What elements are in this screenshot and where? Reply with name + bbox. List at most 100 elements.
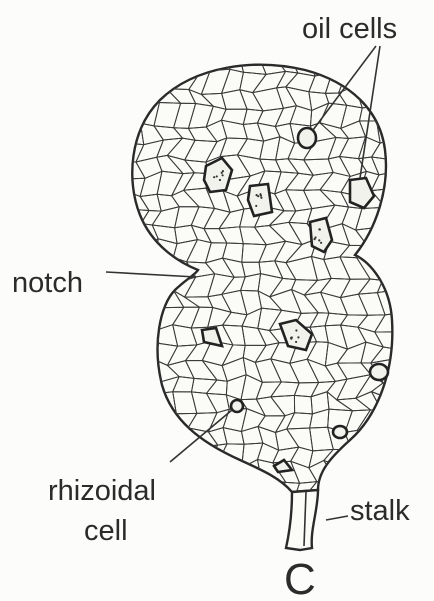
cell [362, 445, 385, 466]
cell [409, 54, 434, 77]
cell [219, 497, 244, 517]
cell [394, 331, 417, 349]
cell [237, 547, 266, 567]
cell [412, 209, 430, 222]
cell [430, 123, 434, 141]
cell [327, 528, 352, 554]
cell [221, 534, 249, 549]
cell [373, 240, 398, 257]
cell [169, 499, 200, 518]
cell [423, 211, 434, 230]
cell [389, 240, 419, 260]
oil-dot [313, 238, 315, 240]
cell [355, 70, 381, 86]
cell [321, 53, 348, 72]
cell [124, 224, 143, 248]
cell [430, 324, 434, 347]
label-notch: notch [12, 267, 83, 299]
cell [408, 515, 434, 533]
cell [411, 445, 434, 464]
cell [411, 359, 434, 381]
cell [393, 209, 417, 225]
cell [156, 528, 179, 553]
cell [408, 530, 431, 550]
cell [357, 430, 385, 444]
oil-cell [231, 400, 243, 412]
cell [138, 330, 159, 347]
cell [411, 398, 434, 416]
cell [341, 465, 369, 485]
cell [337, 528, 363, 554]
cell [157, 461, 181, 483]
cell [219, 461, 244, 482]
oil-cell [310, 218, 332, 252]
cell [406, 190, 430, 211]
cell [311, 55, 332, 76]
cell [167, 55, 199, 74]
notch-leader [106, 272, 196, 277]
cell [238, 531, 266, 549]
cell [134, 395, 165, 416]
oil-dot [297, 336, 299, 338]
cell [135, 239, 158, 265]
cell [122, 343, 150, 364]
cell [392, 415, 415, 428]
cell [362, 530, 383, 553]
cell [375, 445, 405, 466]
cell [427, 530, 434, 550]
cell [425, 380, 434, 399]
oil-dot [320, 242, 322, 244]
cell [426, 54, 434, 74]
oil-dot [318, 239, 320, 241]
stalk-shape [286, 490, 318, 550]
cell [139, 71, 163, 94]
cell [255, 511, 285, 531]
cell [133, 410, 165, 433]
cell [205, 461, 226, 483]
cell [377, 54, 404, 77]
cell [156, 517, 184, 531]
cell [341, 445, 371, 467]
cell [425, 394, 434, 414]
cell [413, 414, 434, 428]
cell [379, 528, 399, 551]
cell [394, 310, 413, 332]
cell [238, 495, 266, 517]
cell [138, 291, 159, 314]
cell [322, 481, 350, 499]
cell [389, 106, 417, 124]
oil-dot [259, 193, 261, 195]
cell [406, 171, 431, 190]
cell [426, 426, 434, 450]
cell [427, 155, 434, 177]
cell [407, 106, 431, 124]
cell [371, 75, 403, 93]
cell [345, 53, 369, 70]
cell [412, 74, 434, 87]
cell [191, 515, 209, 534]
cell [389, 54, 421, 78]
cell [411, 342, 434, 362]
cell [238, 511, 266, 533]
cell [322, 497, 346, 512]
cell [138, 277, 158, 298]
cell [138, 308, 160, 330]
cell [429, 462, 434, 482]
cell [360, 548, 383, 566]
oil-dot [257, 195, 259, 197]
cell [430, 479, 434, 495]
cell [407, 256, 431, 278]
cell [376, 548, 399, 566]
oil-dot [222, 174, 224, 176]
cell [192, 546, 212, 567]
cell [413, 426, 434, 448]
cell [423, 222, 434, 242]
cell [169, 477, 199, 502]
cell [133, 432, 166, 445]
cell [390, 291, 413, 314]
cell [426, 86, 434, 111]
cell [405, 310, 434, 331]
cell [377, 106, 401, 124]
cell [429, 448, 434, 465]
